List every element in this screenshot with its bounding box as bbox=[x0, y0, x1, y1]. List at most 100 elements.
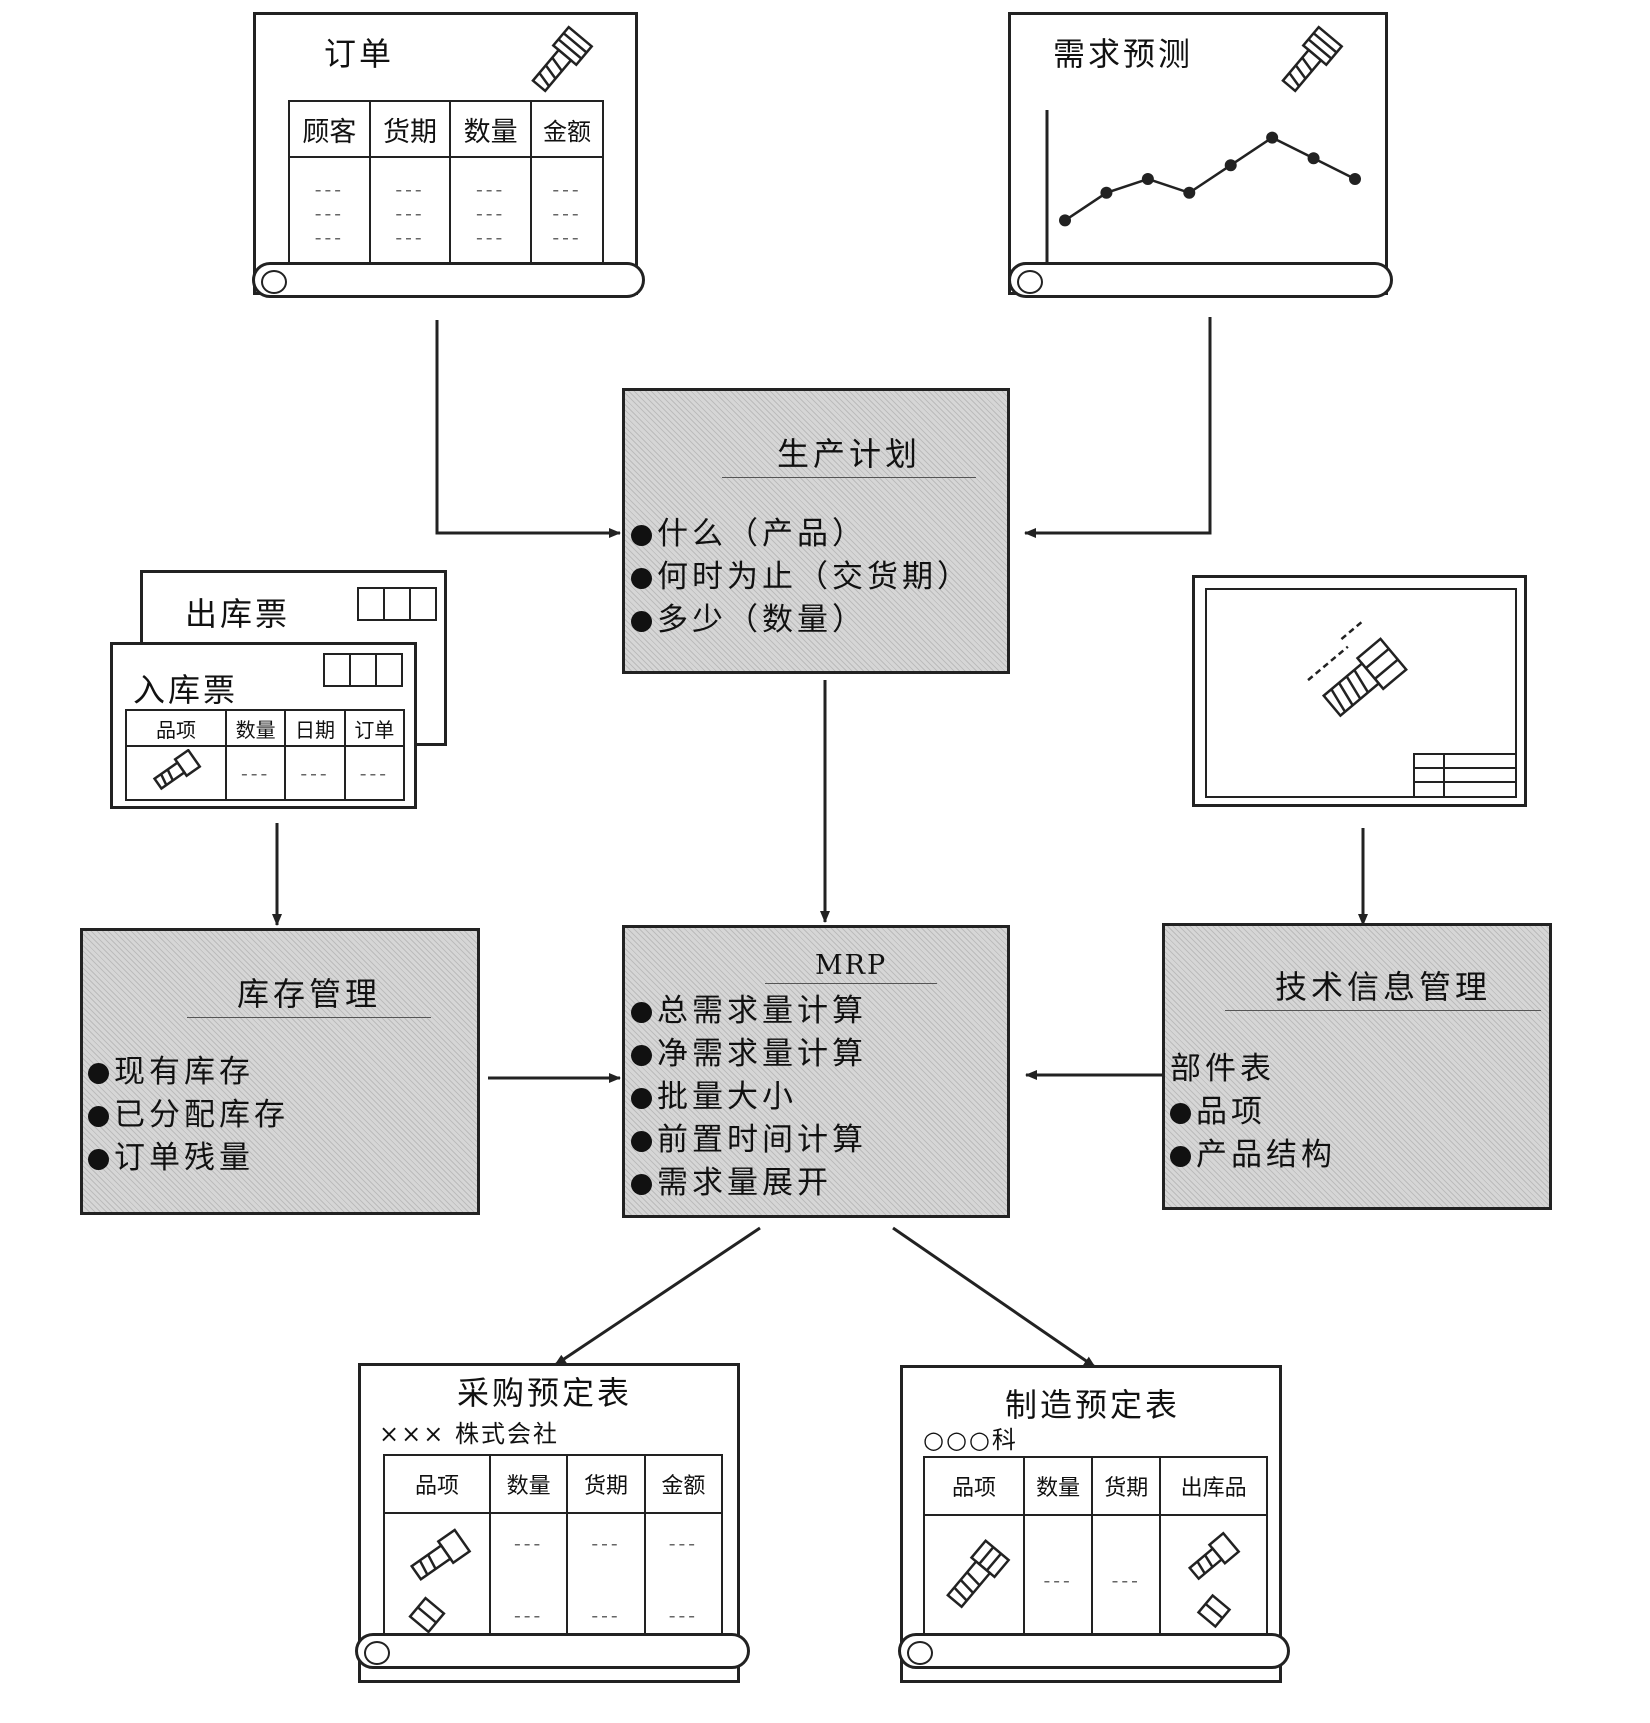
arrow-forecast-to-plan bbox=[1024, 317, 1212, 538]
bolt-icon bbox=[1187, 1531, 1241, 1629]
forecast-data-point bbox=[1183, 186, 1196, 199]
manufacture-col-delivery: 货期 bbox=[1091, 1456, 1162, 1516]
bolt-icon bbox=[408, 1528, 472, 1634]
forecast-document-title: 需求预测 bbox=[1053, 35, 1194, 73]
engineering-drawing bbox=[1192, 575, 1527, 807]
production-plan-item: 多少（数量） bbox=[631, 599, 972, 642]
bolt-icon bbox=[531, 25, 594, 93]
order-col-delivery: 货期 bbox=[368, 100, 452, 158]
scroll-curl bbox=[252, 262, 645, 298]
production-plan-list: 什么（产品） 何时为止（交货期） 多少（数量） bbox=[631, 513, 972, 642]
receipt-slip-number-boxes bbox=[323, 653, 403, 687]
forecast-chart bbox=[1045, 110, 1361, 277]
receipt-col-order: 订单 bbox=[343, 709, 406, 747]
issue-slip-title: 出库票 bbox=[185, 595, 291, 633]
manufacture-schedule-title: 制造预定表 bbox=[1005, 1386, 1181, 1424]
order-cell: --------- bbox=[529, 156, 605, 270]
arrow-mrp-to-manufacture bbox=[892, 1226, 1096, 1369]
receipt-slip: 入库票 品项 数量 日期 订单 --- --- --- bbox=[110, 642, 417, 809]
purchase-col-quantity: 数量 bbox=[488, 1454, 569, 1514]
receipt-cell: --- bbox=[224, 745, 287, 801]
order-table: 顾客 货期 数量 金额 --------- --------- --------… bbox=[288, 100, 605, 270]
manufacture-schedule-department: ○○○科 bbox=[923, 1426, 1018, 1454]
tech-info-item: 品项 bbox=[1170, 1091, 1336, 1134]
manufacture-cell: --- bbox=[1022, 1514, 1094, 1646]
manufacture-cell: --- bbox=[1091, 1514, 1162, 1646]
forecast-data-point bbox=[1307, 152, 1320, 165]
inventory-item: 现有库存 bbox=[88, 1051, 289, 1094]
manufacture-col-item: 品项 bbox=[923, 1456, 1025, 1516]
forecast-data-point bbox=[1100, 186, 1113, 199]
inventory-box: 库存管理 现有库存 已分配库存 订单残量 bbox=[80, 928, 480, 1215]
order-col-quantity: 数量 bbox=[449, 100, 532, 158]
inventory-item: 订单残量 bbox=[88, 1137, 289, 1180]
receipt-col-quantity: 数量 bbox=[224, 709, 287, 747]
production-plan-item: 何时为止（交货期） bbox=[631, 556, 972, 599]
purchase-schedule-title: 采购预定表 bbox=[457, 1374, 633, 1412]
order-document: 订单 顾客 货期 数量 金额 --------- --------- -----… bbox=[253, 12, 638, 295]
purchase-cell: ------ bbox=[488, 1512, 569, 1646]
tech-info-item: 产品结构 bbox=[1170, 1134, 1336, 1177]
order-cell: --------- bbox=[288, 156, 371, 270]
manufacture-cell bbox=[923, 1514, 1025, 1646]
purchase-col-amount: 金额 bbox=[643, 1454, 724, 1514]
forecast-data-point bbox=[1349, 173, 1361, 185]
tech-info-title: 技术信息管理 bbox=[1225, 962, 1542, 1011]
purchase-schedule-table: 品项 数量 货期 金额 ------ ------ bbox=[383, 1454, 724, 1646]
tech-info-subtitle: 部件表 bbox=[1170, 1051, 1275, 1087]
mrp-item: 总需求量计算 bbox=[631, 990, 867, 1033]
production-plan-title: 生产计划 bbox=[722, 429, 977, 478]
drawing-frame bbox=[1205, 588, 1517, 798]
drawing-title-block bbox=[1413, 753, 1515, 797]
tech-info-box: 技术信息管理 部件表 品项 产品结构 bbox=[1162, 923, 1552, 1210]
mrp-item: 批量大小 bbox=[631, 1076, 867, 1119]
forecast-data-point bbox=[1224, 159, 1237, 172]
scroll-curl bbox=[898, 1633, 1290, 1669]
arrow-mrp-to-purchase bbox=[554, 1226, 761, 1367]
production-plan-box: 生产计划 什么（产品） 何时为止（交货期） 多少（数量） bbox=[622, 388, 1010, 674]
arrow-order-to-plan bbox=[435, 320, 621, 538]
forecast-document: 需求预测 bbox=[1008, 12, 1388, 295]
mrp-list: 总需求量计算 净需求量计算 批量大小 前置时间计算 需求量展开 bbox=[631, 990, 867, 1205]
mrp-item: 前置时间计算 bbox=[631, 1119, 867, 1162]
scroll-curl bbox=[355, 1633, 750, 1669]
inventory-item: 已分配库存 bbox=[88, 1094, 289, 1137]
manufacture-col-quantity: 数量 bbox=[1022, 1456, 1094, 1516]
mrp-item: 需求量展开 bbox=[631, 1162, 867, 1205]
manufacture-schedule-document: 制造预定表 ○○○科 品项 数量 货期 出库品 --- --- bbox=[900, 1365, 1282, 1683]
forecast-series-line bbox=[1064, 136, 1356, 222]
receipt-slip-table: 品项 数量 日期 订单 --- --- --- bbox=[125, 709, 406, 801]
issue-slip-number-boxes bbox=[357, 587, 437, 621]
order-col-customer: 顾客 bbox=[288, 100, 371, 158]
inventory-list: 现有库存 已分配库存 订单残量 bbox=[88, 1051, 289, 1180]
production-plan-item: 什么（产品） bbox=[631, 513, 972, 556]
receipt-col-date: 日期 bbox=[284, 709, 346, 747]
receipt-cell bbox=[125, 745, 227, 801]
forecast-data-point bbox=[1059, 214, 1071, 227]
receipt-cell: --- bbox=[284, 745, 346, 801]
bolt-icon bbox=[1281, 25, 1344, 93]
mrp-title: MRP bbox=[765, 950, 938, 984]
purchase-cell: ------ bbox=[643, 1512, 724, 1646]
mrp-item: 净需求量计算 bbox=[631, 1033, 867, 1076]
purchase-cell bbox=[383, 1512, 491, 1646]
manufacture-col-issued-goods: 出库品 bbox=[1159, 1456, 1268, 1516]
bolt-icon bbox=[946, 1539, 1011, 1609]
mrp-box: MRP 总需求量计算 净需求量计算 批量大小 前置时间计算 需求量展开 bbox=[622, 925, 1010, 1218]
receipt-col-item: 品项 bbox=[125, 709, 227, 747]
purchase-schedule-company: ××× 株式会社 bbox=[379, 1420, 559, 1448]
order-cell: --------- bbox=[368, 156, 452, 270]
receipt-slip-title: 入库票 bbox=[133, 671, 239, 709]
order-col-amount: 金额 bbox=[529, 100, 605, 158]
bolt-icon bbox=[152, 748, 202, 791]
order-cell: --------- bbox=[449, 156, 532, 270]
scroll-curl bbox=[1008, 262, 1393, 298]
manufacture-schedule-table: 品项 数量 货期 出库品 --- --- bbox=[923, 1456, 1268, 1646]
manufacture-cell bbox=[1159, 1514, 1268, 1646]
tech-info-list: 品项 产品结构 bbox=[1170, 1091, 1336, 1177]
receipt-cell: --- bbox=[343, 745, 406, 801]
purchase-col-delivery: 货期 bbox=[566, 1454, 646, 1514]
order-document-title: 订单 bbox=[324, 35, 395, 73]
purchase-cell: ------ bbox=[566, 1512, 646, 1646]
